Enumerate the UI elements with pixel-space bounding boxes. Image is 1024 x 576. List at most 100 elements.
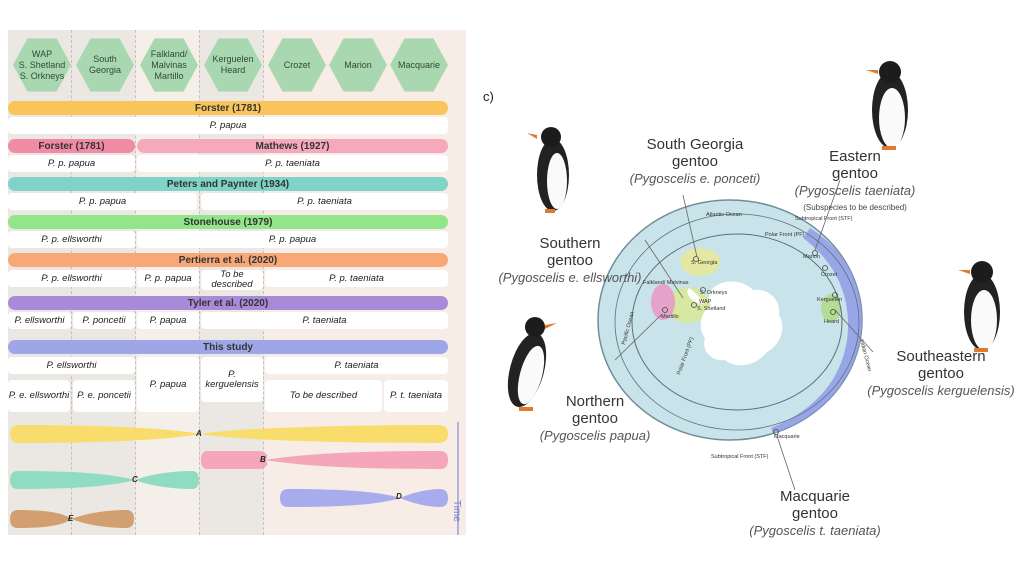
clade-name: Southeastern gentoo [896,348,986,382]
clade-name: Southern gentoo [539,235,601,269]
node-label-a: A [196,429,202,438]
penguin-icon [958,261,1000,352]
lineage-c [10,471,199,489]
taxon-cell: P. p. taeniata [201,193,448,210]
lineage-b [201,451,448,469]
taxon-cell: P. ellsworthi [8,357,135,374]
site-label: Kerguelen [817,297,842,303]
taxon-cell: P. p. papua [137,231,448,248]
time-arrow [457,422,459,535]
clade-note: (Subspecies to be described) [803,203,907,212]
clade-southeastern: Southeastern gentoo (Pygoscelis kerguele… [866,348,1016,399]
taxon-cell: P. p. taeniata [137,155,448,172]
clade-southern: Southern gentoo (Pygoscelis e. ellsworth… [490,235,650,286]
taxon-cell: P. taeniata [201,312,448,329]
site-label: Crozet [821,272,838,278]
site-label: Macquarie [774,434,800,440]
classification-title-forster: Forster (1781) [8,139,135,153]
classification-title-mathews: Mathews (1927) [137,139,448,153]
region-hex-crozet: Crozet [268,38,326,92]
node-label-d: D [396,492,402,501]
clade-name: South Georgia gentoo [646,136,744,170]
penguin-icon [507,317,557,411]
panel-label: c) [483,89,494,104]
penguin-icon [527,127,569,213]
clade-northern: Northern gentoo (Pygoscelis papua) [525,393,665,444]
classification-title-forster: Forster (1781) [8,101,448,115]
taxon-cell: P. e. poncetii [73,380,135,412]
range-northern [651,284,675,320]
lineage-diagram [10,425,448,528]
classification-title-pertierra: Pertierra et al. (2020) [8,253,448,267]
site-label: Marion [803,254,820,260]
taxon-cell: P. kerguelensis [201,357,263,402]
clade-name: Northern gentoo [565,393,625,427]
region-hex-macquarie: Macquarie [390,38,448,92]
column-divider [263,30,264,535]
clade-name: Macquarie gentoo [779,488,851,522]
label-atlantic: Atlantic Ocean [706,212,742,218]
time-label: Time [451,500,462,522]
clade-south-georgia: South Georgia gentoo (Pygoscelis e. ponc… [620,136,770,187]
taxon-cell: P. p. papua [8,155,135,172]
polar-front-line [631,233,843,411]
range-south-georgia [680,248,720,276]
label-polar-front-top: Polar Front (PF) [765,232,805,238]
clade-sci: (Pygoscelis kerguelensis) [867,383,1015,398]
taxon-cell: P. t. taeniata [384,380,448,412]
node-label-b: B [260,455,266,464]
column-divider [199,30,200,535]
clade-sci: (Pygoscelis t. taeniata) [749,523,881,538]
taxonomy-panel: WAP S. Shetland S. Orkneys South Georgia… [8,30,466,535]
site-label: S. Orkneys [700,290,727,296]
taxon-cell: P. e. ellsworthi [8,380,70,412]
distribution-map: Atlantic Ocean Polar Front (PF) Subtropi… [507,61,1000,491]
taxon-cell: To be described [265,380,382,412]
site-label: Falkland/ Malvinas [643,280,689,286]
subtropical-front-line [614,213,860,431]
taxon-cell: P. taeniata [265,357,448,374]
clade-sci: (Pygoscelis e. ellsworthi) [498,270,642,285]
classification-title-stonehouse: Stonehouse (1979) [8,215,448,229]
label-subtropical-bottom: Subtropical Front (STF) [711,454,769,460]
taxon-cell: P. p. papua [137,270,199,287]
site-label: S. Georgia [691,260,718,266]
clade-name: Eastern gentoo [829,148,881,182]
taxon-cell: P. ellsworthi [8,312,71,329]
node-label-c: C [132,475,138,484]
leader-lines [614,179,874,491]
node-label-e: E [68,514,74,523]
lineage-e [10,510,134,528]
taxon-cell: P. papua [137,357,199,412]
clade-eastern: Eastern gentoo (Pygoscelis taeniata) (Su… [780,148,930,216]
taxon-cell: P. poncetii [73,312,135,329]
antarctica [687,281,783,366]
range-southern [666,287,710,323]
clade-sci: (Pygoscelis e. ponceti) [629,171,761,186]
site-label: WAP [699,299,712,305]
clade-sci: (Pygoscelis taeniata) [794,183,916,198]
classification-title-peters-paynter: Peters and Paynter (1934) [8,177,448,191]
site-label: S. Shetland [697,306,725,312]
region-hex-kerguelen: Kerguelen Heard [204,38,262,92]
label-subtropical-top: Subtropical Front (STF) [795,216,853,222]
colony-markers [662,250,838,435]
taxon-cell: P. p. papua [8,193,197,210]
classification-title-this-study: This study [8,340,448,354]
taxon-cell: To be described [201,270,263,290]
taxon-cell: P. p. taeniata [265,270,448,287]
lineage-d [280,489,448,507]
column-divider [135,30,136,535]
site-label: Martillo [661,314,679,320]
taxon-cell: P. papua [8,117,448,134]
site-label: Heard [824,319,839,325]
taxon-cell: P. papua [137,312,199,329]
penguin-icon [866,61,908,150]
range-southeastern [821,294,841,322]
taxon-cell: P. p. ellsworthi [8,270,135,287]
region-hex-marion: Marion [329,38,387,92]
region-hex-falklands: Falkland/ Malvinas Martillo [140,38,198,92]
classification-title-tyler: Tyler et al. (2020) [8,296,448,310]
lineage-a [10,425,448,443]
clade-sci: (Pygoscelis papua) [539,428,651,443]
